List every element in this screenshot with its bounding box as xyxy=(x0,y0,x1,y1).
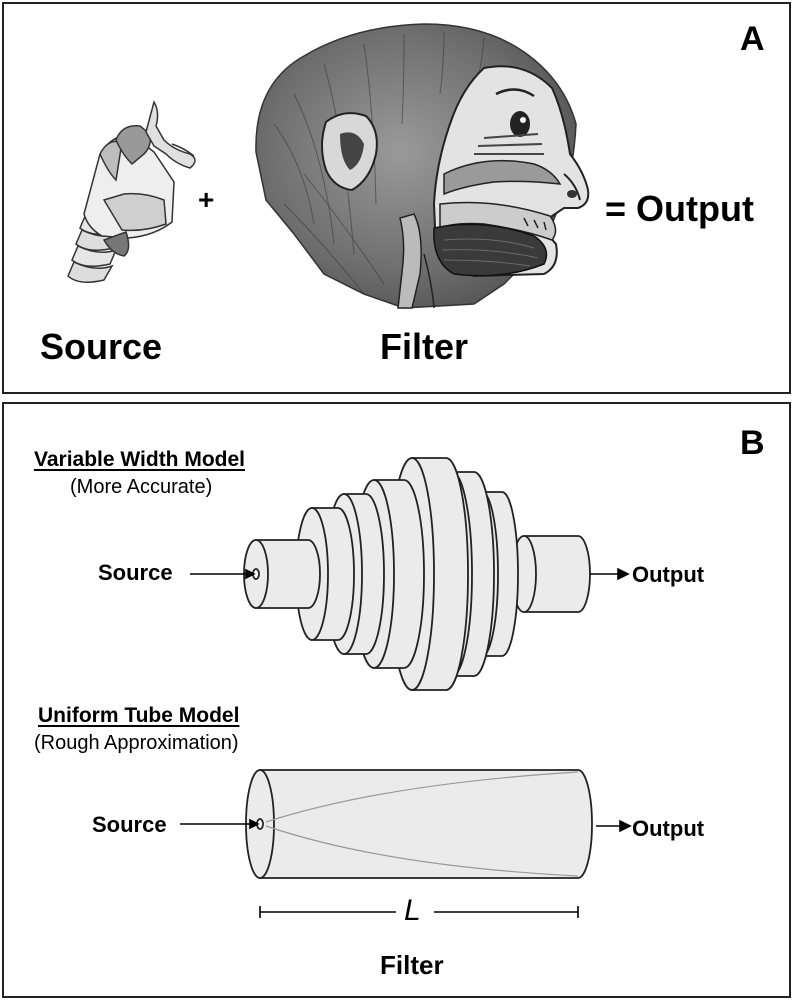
variable-width-tube xyxy=(190,457,630,691)
uniform-source-label: Source xyxy=(92,812,167,837)
length-label: L xyxy=(404,894,421,927)
equals-output-label: = Output xyxy=(605,188,754,229)
monkey-head-illustration xyxy=(255,23,590,309)
uniform-filter-label: Filter xyxy=(380,950,444,980)
plus-sign: + xyxy=(198,184,215,215)
uniform-tube xyxy=(180,769,632,918)
source-label: Source xyxy=(40,326,163,367)
uniform-tube-subtitle: (Rough Approximation) xyxy=(34,732,239,754)
uniform-tube-title: Uniform Tube Model xyxy=(38,704,240,727)
length-bracket xyxy=(259,906,579,918)
larynx-illustration xyxy=(67,100,196,283)
panel-b-letter: B xyxy=(740,424,765,462)
panel-b: B Variable Width Model (More Accurate) S… xyxy=(2,402,791,998)
filter-label: Filter xyxy=(380,326,469,367)
panel-a-letter: A xyxy=(740,20,765,58)
panel-a: A xyxy=(2,2,791,394)
variable-width-title: Variable Width Model xyxy=(34,448,246,471)
variable-width-subtitle: (More Accurate) xyxy=(70,476,213,498)
uniform-output-label: Output xyxy=(632,816,705,841)
variable-source-label: Source xyxy=(98,560,173,585)
variable-output-label: Output xyxy=(632,562,705,587)
